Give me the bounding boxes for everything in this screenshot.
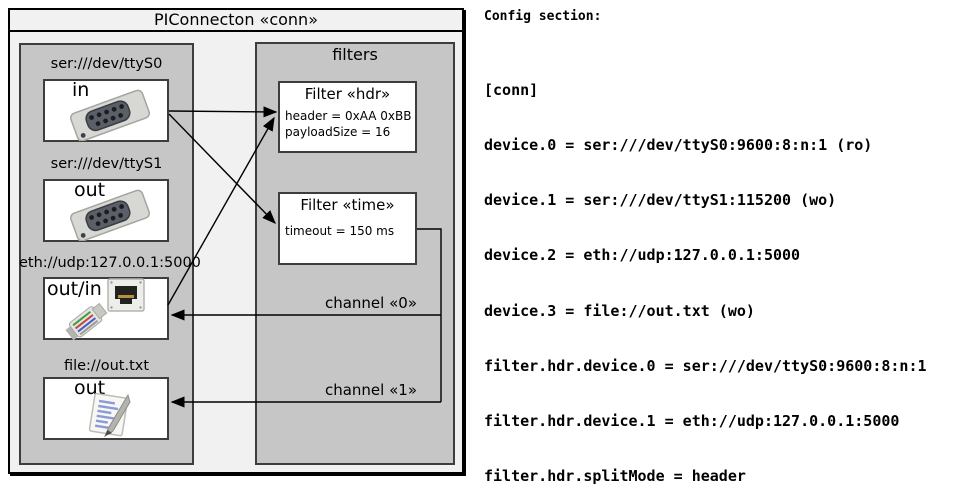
config-section-heading: Config section: [484,9,602,24]
filter-time-param-timeout: timeout = 150 ms [285,224,395,238]
device-ser1-direction: out [74,179,106,201]
device-eth-box [43,277,169,340]
serial-connector-icon [70,189,151,241]
config-text-block: [conn] device.0 = ser:///dev/ttyS0:9600:… [484,44,936,484]
device-ser0-direction: in [72,79,90,101]
config-line: filter.hdr.device.0 = ser:///dev/ttyS0:9… [484,356,927,375]
filter-hdr-box [278,81,417,153]
serial-connector-icon [70,89,151,141]
config-line: filter.hdr.device.1 = eth://udp:127.0.0.… [484,412,900,431]
filter-time-box [278,192,417,265]
config-line: [conn] [484,80,539,99]
device-eth-label: eth://udp:127.0.0.1:5000 [19,255,201,271]
config-line: device.0 = ser:///dev/ttyS0:9600:8:n:1 (… [484,136,873,155]
config-line: device.1 = ser:///dev/ttyS1:115200 (wo) [484,191,837,210]
device-ser0-label: ser:///dev/ttyS0 [50,56,163,72]
filters-panel-label: filters [332,45,378,64]
filter-hdr-param-header: header = 0xAA 0xBB [285,109,412,123]
config-line: filter.hdr.splitMode = header [484,467,746,484]
title-separator [8,30,466,32]
filter-hdr-title: Filter «hdr» [304,85,391,103]
filter-hdr-param-payloadsize: payloadSize = 16 [285,125,391,139]
device-file-label: file://out.txt [63,358,150,374]
device-ser1-label: ser:///dev/ttyS1 [50,156,163,172]
device-eth-direction: out/in [47,278,102,300]
notepad-icon [88,392,131,438]
config-line: device.2 = eth://udp:127.0.0.1:5000 [484,246,801,265]
channel-0-label: channel «0» [324,294,417,312]
ethernet-connector-icon [65,278,145,340]
channel-1-label: channel «1» [324,381,417,399]
device-file-direction: out [74,377,106,399]
config-line: device.3 = file://out.txt (wo) [484,301,755,320]
filter-time-title: Filter «time» [300,196,395,214]
diagram-title: PIConnecton «conn» [154,10,318,29]
